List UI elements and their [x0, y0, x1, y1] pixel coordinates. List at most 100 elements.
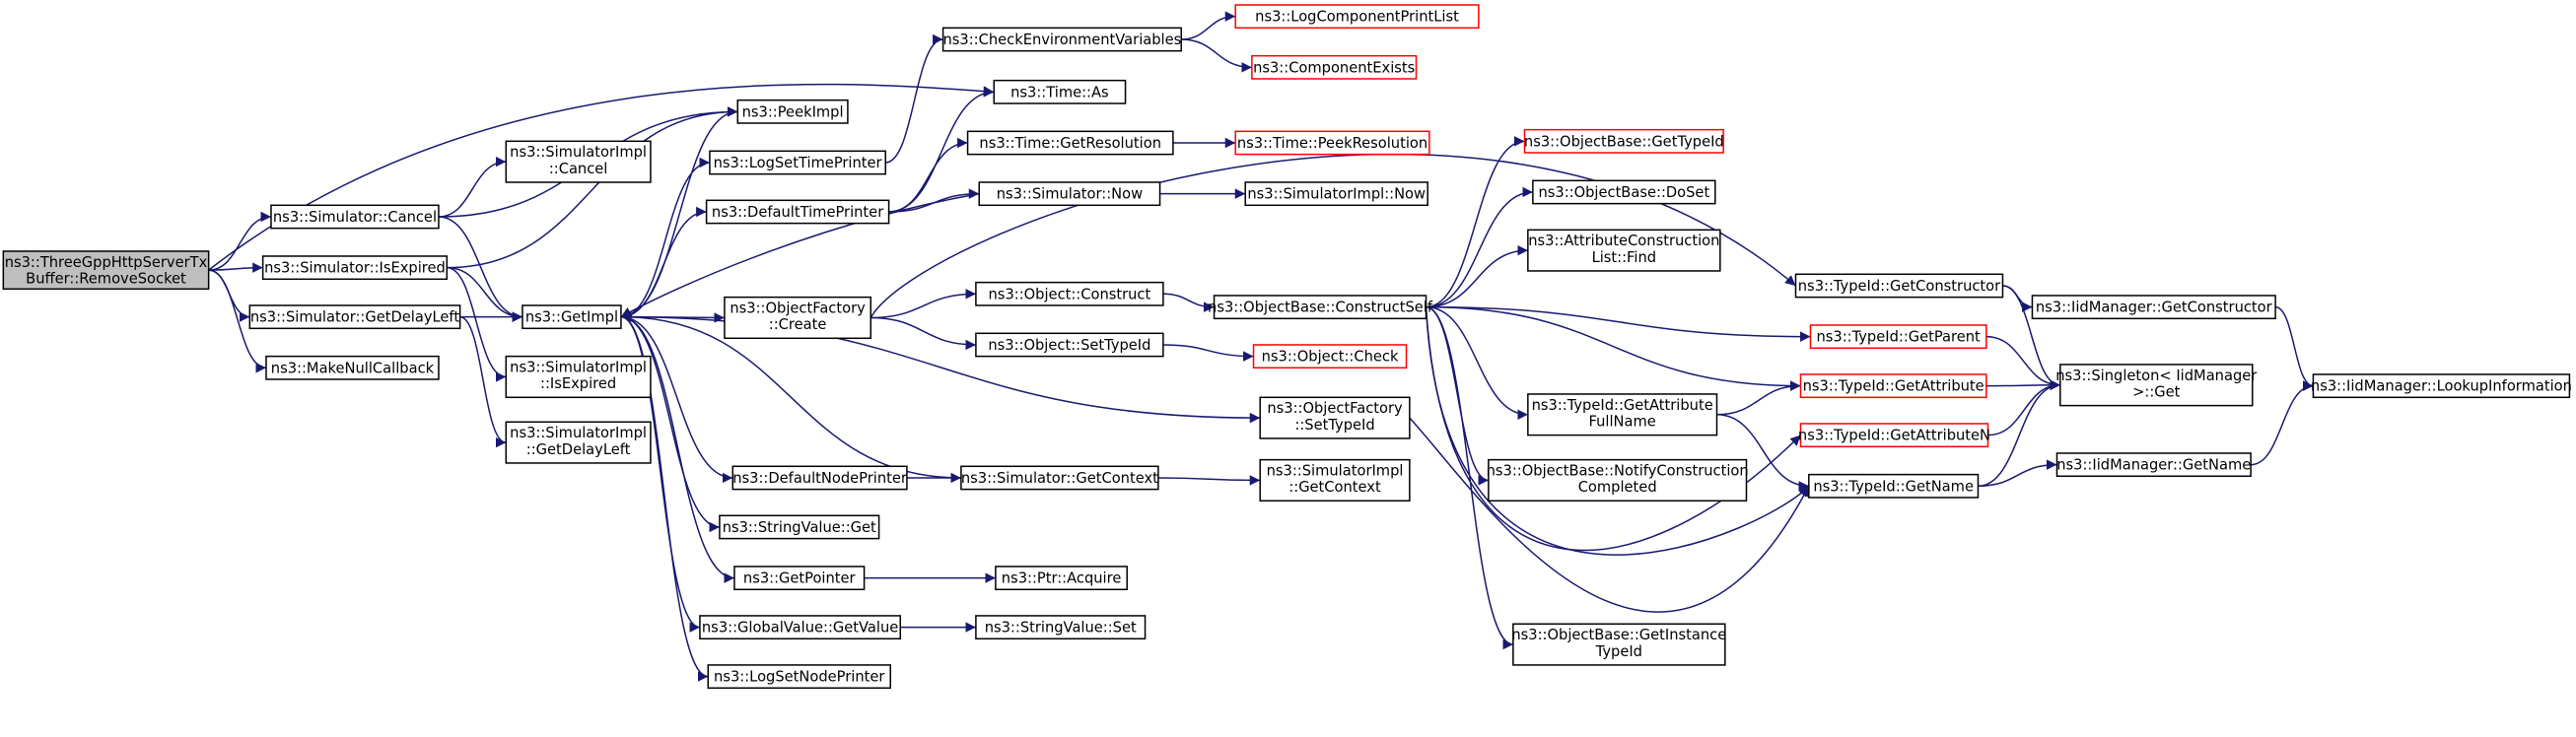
node-typeid-getparent[interactable]: ns3::TypeId::GetParent	[1809, 324, 1987, 350]
node-label: ns3::SimulatorImpl	[510, 144, 647, 161]
node-compexists[interactable]: ns3::ComponentExists	[1251, 54, 1418, 80]
call-edge-sim_isexpired-to-getimpl	[447, 266, 522, 322]
node-label: ns3::TypeId::GetConstructor	[1798, 278, 2001, 295]
node-defaulttimeprinter[interactable]: ns3::DefaultTimePrinter	[705, 199, 890, 225]
node-box	[1213, 295, 1427, 320]
node-box	[978, 181, 1161, 207]
node-objbase-constructself[interactable]: ns3::ObjectBase::ConstructSelf	[1208, 295, 1433, 320]
node-box	[2031, 295, 2276, 320]
node-iidmgr-getname[interactable]: ns3::IidManager::GetName	[2055, 452, 2252, 478]
call-edge-typeid_getattribute-to-singleton_get	[1985, 379, 2060, 391]
node-label: ns3::IidManager::GetName	[2056, 457, 2251, 474]
node-object-settypeid[interactable]: ns3::Object::SetTypeId	[975, 332, 1164, 358]
node-iidmgr-lookupinfo[interactable]: ns3::IidManager::LookupInformation	[2311, 373, 2572, 399]
node-time-getres[interactable]: ns3::Time::GetResolution	[966, 130, 1174, 156]
node-logsetnodeprinter[interactable]: ns3::LogSetNodePrinter	[707, 664, 891, 690]
node-box	[505, 140, 652, 183]
node-objfactory-create[interactable]: ns3::ObjectFactory::Create	[724, 296, 871, 340]
node-singleton-get[interactable]: ns3::Singleton< IidManager>::Get	[2055, 364, 2258, 407]
node-getimpl[interactable]: ns3::GetImpl	[522, 304, 622, 330]
node-label: ns3::PeekImpl	[742, 103, 844, 120]
node-object-check[interactable]: ns3::Object::Check	[1252, 344, 1408, 369]
node-logcompprint[interactable]: ns3::LogComponentPrintList	[1234, 4, 1480, 30]
node-label: ns3::Simulator::Cancel	[273, 209, 437, 226]
node-sim-cancel[interactable]: ns3::Simulator::Cancel	[270, 204, 440, 230]
call-edge-objbase_constructself-to-objbase_doset	[1426, 186, 1533, 308]
call-edge-object_settypeid-to-object_check	[1162, 344, 1254, 362]
node-sim-now[interactable]: ns3::Simulator::Now	[978, 181, 1161, 207]
call-edge-object_construct-to-objbase_constructself	[1162, 293, 1215, 312]
node-simimpl-cancel[interactable]: ns3::SimulatorImpl::Cancel	[505, 140, 652, 183]
node-box	[724, 296, 871, 340]
node-box	[975, 281, 1164, 306]
node-box	[941, 27, 1182, 52]
node-typeid-getconstructor[interactable]: ns3::TypeId::GetConstructor	[1794, 273, 2004, 299]
call-edge-root-to-makenullcallback	[208, 269, 267, 373]
node-label: ::Create	[769, 316, 827, 333]
node-box	[993, 79, 1127, 104]
node-objfactory-settypeid[interactable]: ns3::ObjectFactory::SetTypeId	[1259, 396, 1411, 439]
node-stringvalue-set[interactable]: ns3::StringValue::Set	[975, 615, 1147, 640]
node-box	[1244, 181, 1428, 207]
node-label: ns3::TypeId::GetAttribute	[1532, 397, 1713, 414]
node-box	[707, 664, 891, 690]
node-globalvalue-getvalue[interactable]: ns3::GlobalValue::GetValue	[699, 615, 901, 640]
node-simimpl-getcontext[interactable]: ns3::SimulatorImpl::GetContext	[1259, 458, 1411, 502]
node-label: ns3::ObjectBase::NotifyConstruction	[1487, 462, 1749, 479]
node-box	[265, 355, 440, 380]
node-objbase-gettypeid[interactable]: ns3::ObjectBase::GetTypeId	[1523, 128, 1724, 154]
node-box	[705, 199, 890, 225]
call-edge-objbase_constructself-to-typeid_getname	[1425, 306, 1810, 556]
node-sim-getcontext[interactable]: ns3::Simulator::GetContext	[960, 465, 1159, 491]
node-logsettimeprinter[interactable]: ns3::LogSetTimePrinter	[709, 150, 886, 175]
node-box	[995, 566, 1128, 591]
node-box	[505, 421, 652, 464]
call-edge-sim_isexpired-to-simimpl_isexpired	[447, 266, 507, 382]
node-label: ns3::DefaultNodePrinter	[732, 470, 908, 487]
call-edge-typeid_getname-to-iidmgr_getname	[1978, 459, 2057, 488]
node-label: ns3::SimulatorImpl	[510, 425, 647, 441]
call-edge-getimpl-to-objfactory_settypeid	[620, 315, 1261, 424]
node-box	[1512, 623, 1726, 666]
node-label: ::IsExpired	[540, 375, 616, 392]
node-defaultnodeprinter[interactable]: ns3::DefaultNodePrinter	[731, 465, 908, 491]
node-label: ns3::ThreeGppHttpServerTx	[5, 254, 208, 271]
node-root[interactable]: ns3::ThreeGppHttpServerTxBuffer::RemoveS…	[2, 250, 210, 291]
node-iidmgr-getconstructor[interactable]: ns3::IidManager::GetConstructor	[2031, 295, 2276, 320]
node-checkenv[interactable]: ns3::CheckEnvironmentVariables	[941, 27, 1182, 52]
call-edge-objbase_constructself-to-attrconslist_find	[1426, 244, 1528, 308]
node-ptr-acquire[interactable]: ns3::Ptr::Acquire	[995, 566, 1128, 591]
call-edge-typeid_getname-to-singleton_get	[1978, 379, 2060, 488]
node-simimpl-now[interactable]: ns3::SimulatorImpl::Now	[1244, 181, 1428, 207]
node-typeid-getattributen[interactable]: ns3::TypeId::GetAttributeN	[1798, 423, 1990, 448]
node-box	[2059, 364, 2254, 407]
node-box	[522, 304, 622, 330]
node-label: ns3::ObjectBase::ConstructSelf	[1208, 300, 1433, 316]
node-objbase-doset[interactable]: ns3::ObjectBase::DoSet	[1532, 179, 1716, 205]
node-label: ns3::TypeId::GetParent	[1816, 329, 1981, 346]
node-makenullcallback[interactable]: ns3::MakeNullCallback	[265, 355, 440, 380]
call-edge-root-to-sim_cancel	[208, 211, 271, 271]
node-simimpl-isexpired[interactable]: ns3::SimulatorImpl::IsExpired	[505, 355, 652, 399]
node-time-peekres[interactable]: ns3::Time::PeekResolution	[1234, 130, 1430, 156]
node-object-construct[interactable]: ns3::Object::Construct	[975, 281, 1164, 306]
node-objbase-notifyconscompleted[interactable]: ns3::ObjectBase::NotifyConstructionCompl…	[1487, 458, 1749, 502]
node-box	[270, 204, 440, 230]
node-typeid-getattribute[interactable]: ns3::TypeId::GetAttribute	[1799, 373, 1987, 399]
node-label: ns3::ObjectFactory	[1267, 400, 1403, 417]
node-peekimpl[interactable]: ns3::PeekImpl	[736, 99, 849, 124]
node-getpointer[interactable]: ns3::GetPointer	[733, 566, 866, 591]
node-typeid-getname[interactable]: ns3::TypeId::GetName	[1808, 473, 1980, 499]
call-edge-objbase_constructself-to-typeid_getattrfullname	[1426, 305, 1528, 421]
node-time-as[interactable]: ns3::Time::As	[993, 79, 1127, 104]
node-sim-isexpired[interactable]: ns3::Simulator::IsExpired	[261, 255, 449, 281]
node-stringvalue-get[interactable]: ns3::StringValue::Get	[719, 514, 880, 540]
node-simimpl-getdelayleft[interactable]: ns3::SimulatorImpl::GetDelayLeft	[505, 421, 652, 464]
node-box	[2, 250, 210, 291]
node-sim-getdelayleft[interactable]: ns3::Simulator::GetDelayLeft	[248, 304, 461, 330]
